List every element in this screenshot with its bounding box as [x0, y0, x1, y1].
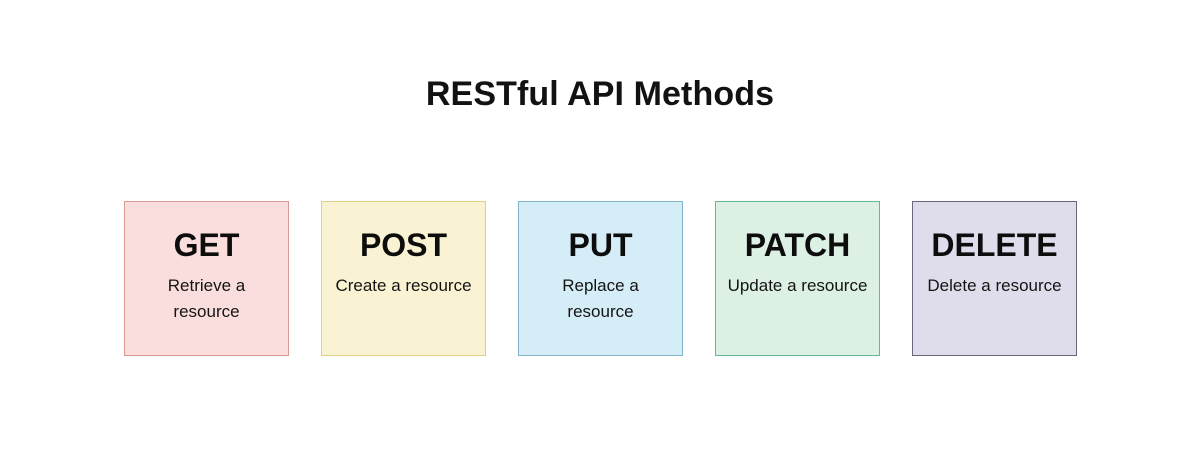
method-card-put[interactable]: PUT Replace a resource — [518, 201, 683, 356]
method-name-get: GET — [173, 227, 240, 263]
method-name-put: PUT — [568, 227, 633, 263]
method-card-get[interactable]: GET Retrieve a resource — [124, 201, 289, 356]
method-description-post: Create a resource — [335, 275, 472, 295]
method-name-patch: PATCH — [744, 227, 851, 263]
method-card-patch[interactable]: PATCH Update a resource — [715, 201, 880, 356]
method-description-patch: Update a resource — [727, 275, 868, 295]
method-name-delete: DELETE — [931, 227, 1058, 263]
page-title: RESTful API Methods — [425, 75, 775, 113]
method-description-put: Replace a resource — [562, 275, 639, 322]
method-card-post[interactable]: POST Create a resource — [321, 201, 486, 356]
method-card-delete[interactable]: DELETE Delete a resource — [912, 201, 1077, 356]
method-cards-row: GET Retrieve a resource POST Create a re… — [124, 201, 1077, 356]
method-name-post: POST — [359, 227, 448, 263]
method-description-delete: Delete a resource — [927, 275, 1062, 295]
method-description-get: Retrieve a resource — [167, 275, 246, 322]
